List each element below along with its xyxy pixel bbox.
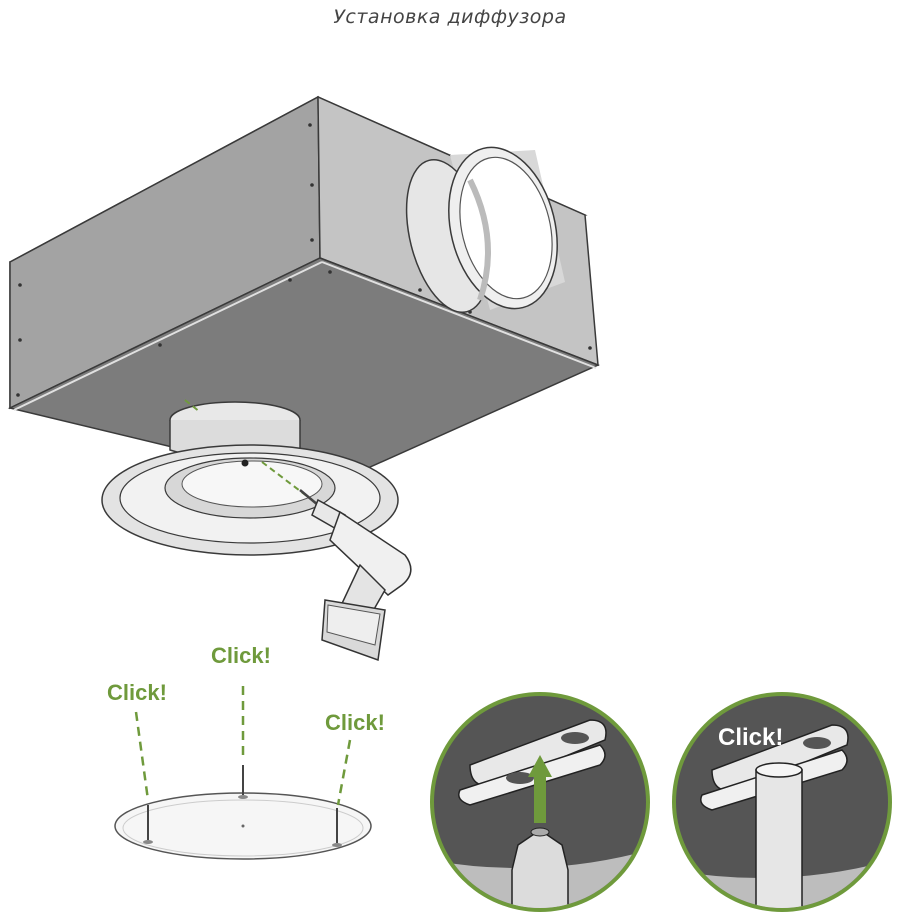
click-label-center: Click!	[211, 643, 271, 668]
detail-insert-pin	[430, 692, 650, 912]
detail-pin-clicked	[672, 692, 892, 912]
click-label-detail: Click!	[718, 724, 784, 751]
duct-collar	[405, 146, 565, 313]
diffuser	[101, 399, 399, 556]
diagram-title: Установка диффузора	[333, 6, 567, 28]
click-label-left: Click!	[107, 680, 167, 705]
click-label-right: Click!	[325, 710, 385, 735]
diffuser-front-plate	[114, 686, 372, 860]
arrow-up-icon	[528, 755, 552, 823]
drill-icon	[299, 489, 412, 662]
